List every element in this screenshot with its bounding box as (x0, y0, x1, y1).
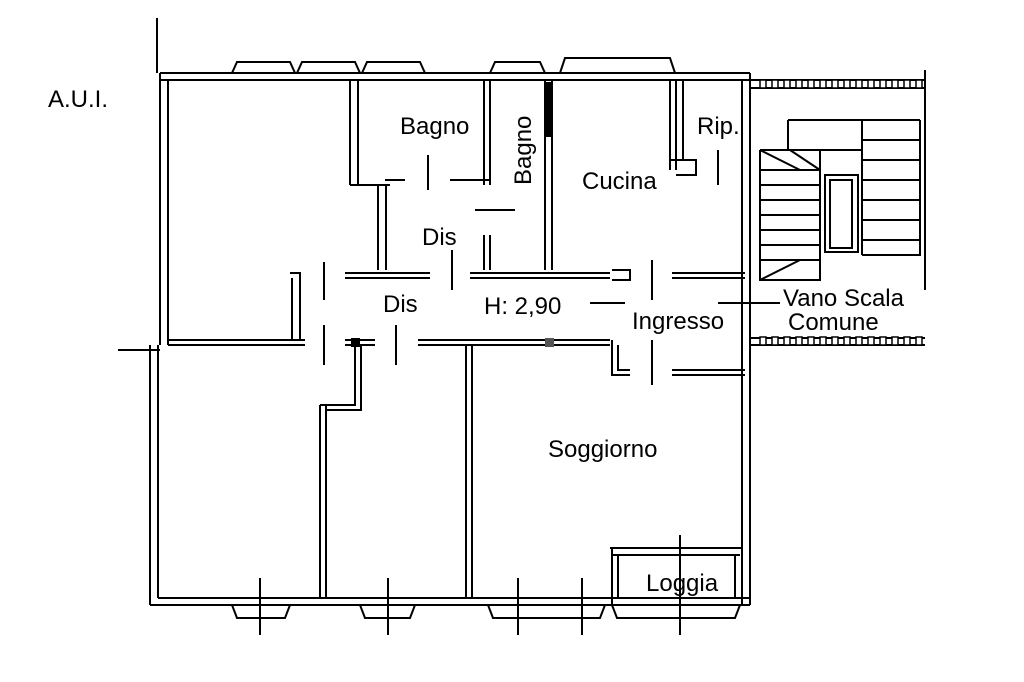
room-label-dis-1: Dis (422, 224, 457, 251)
wall-dis-left (377, 185, 387, 270)
loggia-outline (610, 547, 742, 605)
wall-bed1-right (319, 345, 362, 598)
room-label-loggia: Loggia (646, 570, 719, 597)
wall-ingresso-door (611, 340, 630, 376)
wall-west-lower (149, 345, 159, 605)
room-label-ingresso: Ingresso (632, 308, 725, 335)
column-marker-2 (545, 338, 554, 347)
section-lines-south (259, 535, 681, 635)
wall-dis-stub (290, 272, 301, 340)
wall-east (741, 73, 751, 605)
window-north-4 (489, 61, 546, 74)
window-north-3 (361, 61, 426, 74)
wall-soggiorno-left (465, 345, 473, 598)
door-lines-lower (323, 325, 653, 385)
stair-treads-left (760, 169, 820, 261)
wall-south (150, 597, 750, 606)
wall-north (160, 72, 750, 81)
unit-label: A.U.I. (48, 86, 109, 113)
room-label-bagno-2: Bagno (510, 115, 537, 185)
room-label-ripostiglio: Rip. (697, 113, 740, 140)
door-lines-upper (323, 150, 719, 300)
stair-diagonals (759, 149, 821, 281)
window-north-2 (296, 61, 361, 74)
room-label-dis-2: Dis (383, 291, 418, 318)
stair-core (759, 119, 921, 281)
wall-bagno1-left (349, 80, 359, 185)
stair-treads-right (862, 139, 920, 241)
stair-label-line1: Vano Scala (783, 285, 904, 312)
wall-corridor-bottom (168, 339, 610, 346)
column-marker-1 (351, 338, 360, 347)
wall-kitchen-stub (612, 269, 631, 281)
wall-bagno-separator (483, 80, 491, 185)
railing-balusters (759, 79, 923, 346)
column-marker-3 (545, 82, 552, 137)
window-north-1 (231, 61, 296, 81)
stair-landing (824, 174, 859, 253)
wall-bagno1-bottom (350, 179, 490, 186)
room-label-bagno-1: Bagno (400, 113, 470, 140)
window-south-4 (611, 604, 741, 619)
window-south-3 (487, 604, 606, 619)
plan-linework (118, 18, 926, 635)
height-label: H: 2,90 (484, 293, 562, 320)
wall-corridor-top (345, 272, 745, 279)
wall-ingresso-lower (672, 369, 745, 376)
wall-dis-mid (483, 235, 491, 270)
room-label-cucina: Cucina (582, 168, 657, 195)
room-label-soggiorno: Soggiorno (548, 436, 658, 463)
window-north-5 (559, 57, 676, 74)
wall-west-upper (159, 73, 169, 345)
stair-label-line2: Comune (788, 309, 879, 336)
